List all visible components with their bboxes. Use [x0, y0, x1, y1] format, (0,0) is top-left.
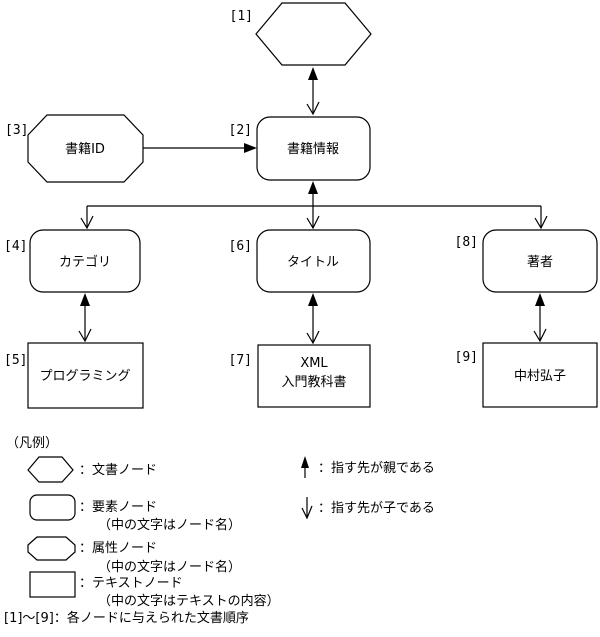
author-node-label: 著者 — [527, 255, 553, 270]
bookinfo-node-order-label: [2] — [229, 123, 252, 138]
nakamura-node-label: 中村弘子 — [514, 369, 566, 384]
category-node-box — [29, 229, 141, 293]
arrowhead-child-icon — [78, 328, 92, 343]
edge-bookinfo-children — [80, 181, 548, 230]
programming-node-label: プログラミング — [39, 369, 130, 384]
legend-element-roundedrect-icon — [29, 494, 76, 521]
bookid-node-order-label: [3] — [5, 123, 28, 138]
title-node-order-label: [6] — [229, 239, 252, 254]
legend-textnode-label: ：テキストノード — [79, 576, 183, 591]
arrowhead-child-icon — [306, 330, 320, 345]
legend-child-arrow-label: ：指す先が子である — [318, 501, 435, 516]
legend-document-hexagon-icon — [27, 456, 74, 483]
legend-child-arrow-icon — [301, 497, 313, 520]
legend-order-note: [1]～[9]：各ノードに与えられた文書順序 — [4, 610, 249, 626]
xmltextbook-node-label-line1: XML — [300, 356, 328, 371]
arrowhead-child-icon — [301, 505, 313, 520]
legend-textnode-note: （中の文字はテキストの内容） — [98, 593, 280, 609]
legend-parent-arrow-label: ：指す先が親である — [318, 461, 435, 476]
legend-attribute-label: ：属性ノード — [79, 541, 157, 556]
arrowhead-child-icon — [306, 215, 320, 230]
programming-node-order-label: [5] — [4, 353, 27, 368]
edge-category-programming — [78, 293, 92, 343]
edge-author-nakamura — [533, 293, 547, 343]
bookinfo-node-box — [256, 116, 371, 181]
document-node-order-label: [1] — [230, 9, 253, 24]
legend-attribute-octagon-icon — [27, 536, 76, 561]
bookinfo-node-label: 書籍情報 — [287, 141, 339, 157]
title-node-label: タイトル — [287, 255, 339, 270]
title-node-box — [256, 229, 371, 293]
category-node-order-label: [4] — [4, 239, 27, 254]
legend-heading: （凡例） — [6, 436, 58, 451]
programming-node-box — [27, 342, 144, 409]
author-node-box — [482, 229, 598, 293]
edge-document-bookinfo — [306, 67, 320, 116]
legend-document-label: ：文書ノード — [79, 463, 157, 478]
legend-element-note: （中の文字はノード名） — [98, 517, 241, 533]
document-node-hexagon — [255, 2, 372, 66]
category-node-label: カテゴリ — [59, 254, 111, 270]
bookid-node-label: 書籍ID — [65, 141, 105, 157]
arrowhead-parent-icon — [308, 67, 318, 80]
xmltextbook-node-label-line2: 入門教科書 — [281, 374, 346, 390]
legend-textnode-rect-icon — [29, 571, 76, 598]
nakamura-node-box — [482, 342, 598, 408]
edge-title-xmltextbook — [306, 293, 320, 345]
legend-element-label: ：要素ノード — [79, 500, 157, 515]
nakamura-node-order-label: [9] — [455, 350, 478, 365]
legend-parent-arrow-icon — [301, 456, 309, 478]
author-node-order-label: [8] — [455, 235, 478, 250]
bookid-node-octagon — [27, 114, 144, 183]
arrowhead-child-icon — [306, 101, 320, 116]
arrowhead-right-icon — [244, 143, 257, 153]
arrowhead-child-icon — [533, 328, 547, 343]
arrowhead-child-icon — [80, 215, 94, 230]
xmltextbook-node-order-label: [7] — [229, 353, 252, 368]
xmltextbook-node-box — [257, 344, 371, 408]
edge-bookid-bookinfo — [143, 143, 257, 153]
legend-attribute-note: （中の文字はノード名） — [98, 559, 241, 575]
arrowhead-child-icon — [534, 215, 548, 230]
